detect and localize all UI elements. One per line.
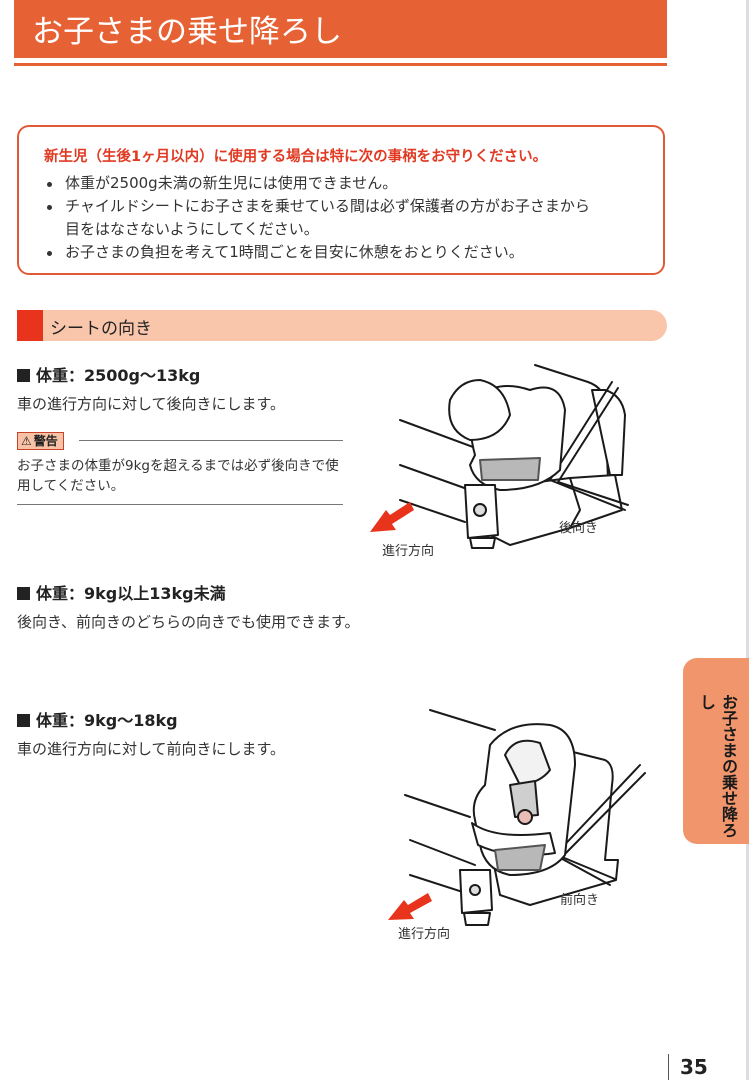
page-number-divider	[668, 1054, 669, 1080]
page-title: お子さまの乗せ降ろし	[32, 14, 342, 50]
notice-list: 体重が2500g未満の新生児には使用できません。 チャイルドシートにお子さまを乗…	[47, 172, 590, 264]
notice-heading: 新生児（生後1ヶ月以内）に使用する場合は特に次の事柄をお守りください。	[44, 149, 548, 165]
warning-text: お子さまの体重が9kgを超えるまでは必ず後向きで使用してください。	[17, 458, 339, 494]
section-header: シートの向き	[17, 310, 667, 341]
page-edge	[746, 0, 749, 1080]
chapter-side-tab[interactable]: お子さまの乗せ降ろし	[683, 658, 749, 844]
title-banner: お子さまの乗せ降ろし	[14, 0, 667, 58]
warning-block: ⚠警告 お子さまの体重が9kgを超えるまでは必ず後向きで使用してください。	[17, 432, 343, 506]
forward-facing-seat-illustration	[388, 709, 646, 926]
notice-item: 体重が2500g未満の新生児には使用できません。	[47, 172, 590, 195]
square-bullet-icon	[17, 714, 30, 727]
direction-label-rear: 進行方向	[382, 544, 435, 559]
notice-item: チャイルドシートにお子さまを乗せている間は必ず保護者の方がお子さまから目をはなさ…	[47, 195, 590, 241]
weight-description-9-13kg: 後向き、前向きのどちらの向きでも使用できます。	[17, 613, 360, 631]
side-tab-label: お子さまの乗せ降ろし	[697, 694, 738, 838]
square-bullet-icon	[17, 587, 30, 600]
orientation-label-forward: 前向き	[560, 893, 600, 908]
direction-label-forward: 進行方向	[398, 927, 451, 942]
title-underline	[14, 63, 667, 66]
weight-heading-newborn: 体重：2500g〜13kg	[17, 362, 200, 386]
section-marker	[17, 310, 43, 341]
rear-facing-seat-illustration	[370, 364, 629, 549]
newborn-notice-box: 新生児（生後1ヶ月以内）に使用する場合は特に次の事柄をお守りください。 体重が2…	[17, 125, 665, 275]
orientation-label-rear: 後向き	[559, 521, 599, 536]
notice-item: お子さまの負担を考えて1時間ごとを目安に休憩をおとりください。	[47, 241, 590, 264]
weight-description-newborn: 車の進行方向に対して後向きにします。	[17, 395, 286, 413]
warning-label: ⚠警告	[17, 432, 64, 450]
warning-divider-bottom	[17, 504, 343, 505]
weight-heading-9-18kg: 体重：9kg〜18kg	[17, 707, 178, 731]
weight-description-9-18kg: 車の進行方向に対して前向きにします。	[17, 740, 286, 758]
square-bullet-icon	[17, 369, 30, 382]
warning-divider-top	[79, 440, 343, 441]
page-number: 35	[680, 1055, 708, 1079]
warning-triangle-icon: ⚠	[21, 434, 32, 448]
section-title: シートの向き	[50, 319, 152, 339]
red-arrow-icon	[388, 893, 432, 920]
weight-heading-9-13kg: 体重：9kg以上13kg未満	[17, 580, 226, 604]
red-arrow-icon	[370, 502, 414, 532]
